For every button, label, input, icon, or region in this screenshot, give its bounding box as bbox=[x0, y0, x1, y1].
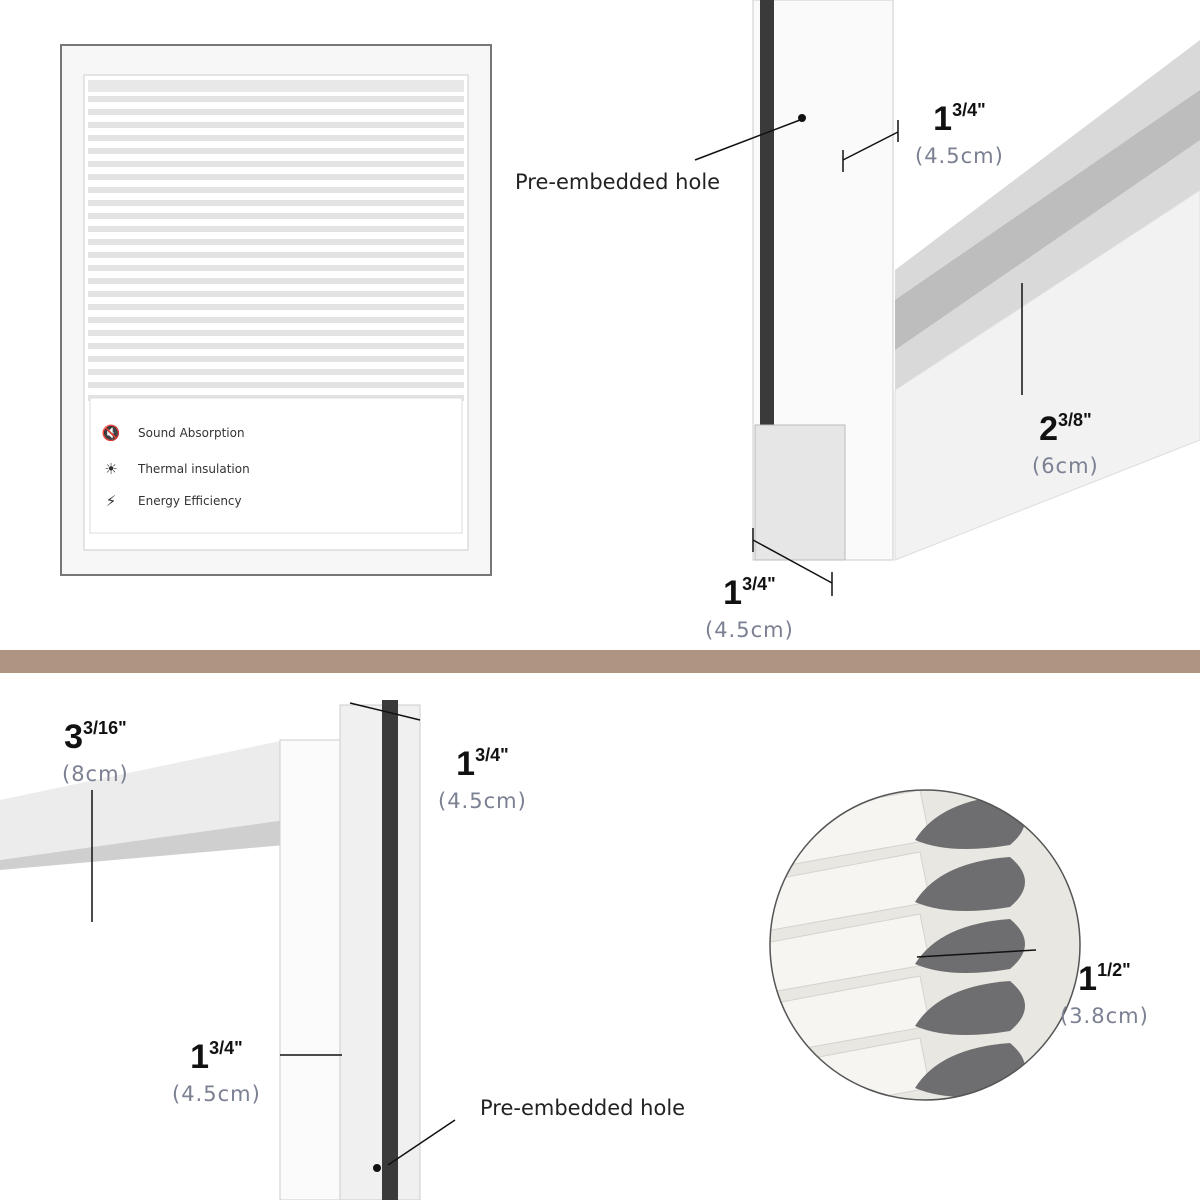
pleat bbox=[88, 187, 464, 193]
pleat bbox=[88, 317, 464, 323]
dim-top-width: 13/4" (4.5cm) bbox=[915, 100, 1004, 168]
section-divider bbox=[0, 650, 1200, 673]
pleat bbox=[88, 265, 464, 271]
window-shade-frame bbox=[60, 44, 492, 576]
pleat bbox=[88, 96, 464, 102]
cell-opening bbox=[915, 981, 1025, 1035]
dim-bottom-width: 13/4" (4.5cm) bbox=[172, 1038, 261, 1106]
pleat bbox=[88, 382, 464, 388]
callout-hole-bottom: Pre-embedded hole bbox=[480, 1096, 686, 1120]
frame-corner-top bbox=[694, 0, 1200, 596]
pleat bbox=[88, 304, 464, 310]
pleat bbox=[88, 356, 464, 362]
pleat bbox=[88, 330, 464, 336]
dim-bottom-depth: 13/4" (4.5cm) bbox=[438, 745, 527, 813]
feature-sound-absorption: 🔇 Sound Absorption bbox=[98, 424, 245, 442]
pleat bbox=[88, 109, 464, 115]
feature-label: Energy Efficiency bbox=[138, 494, 242, 508]
pleat bbox=[88, 239, 464, 245]
pleat bbox=[88, 174, 464, 180]
dim-bottom-height: 33/16" (8cm) bbox=[62, 718, 129, 786]
pleat bbox=[88, 161, 464, 167]
cell-opening bbox=[915, 919, 1025, 973]
pleat bbox=[88, 343, 464, 349]
cell-opening bbox=[915, 857, 1025, 911]
pleat bbox=[88, 252, 464, 258]
pleat bbox=[88, 200, 464, 206]
frame-corner-bottom bbox=[0, 700, 456, 1200]
cellular-closeup bbox=[769, 789, 1081, 1159]
feature-energy-efficiency: ⚡ Energy Efficiency bbox=[98, 492, 242, 510]
pleat bbox=[88, 148, 464, 154]
pleat bbox=[88, 122, 464, 128]
dim-cell-size: 11/2" (3.8cm) bbox=[1060, 960, 1149, 1028]
pleat bbox=[88, 135, 464, 141]
energy-leaf-icon: ⚡ bbox=[105, 492, 117, 510]
cell-face bbox=[770, 1099, 931, 1100]
pleat bbox=[88, 213, 464, 219]
callout-hole-top: Pre-embedded hole bbox=[515, 170, 721, 194]
dim-top-height: 23/8" (6cm) bbox=[1032, 410, 1099, 478]
pleat bbox=[88, 278, 464, 284]
sound-muted-icon: 🔇 bbox=[101, 424, 121, 442]
dim-top-depth: 13/4" (4.5cm) bbox=[705, 574, 794, 642]
pleat bbox=[88, 369, 464, 375]
sun-heat-icon: ☀ bbox=[104, 460, 118, 478]
feature-thermal-insulation: ☀ Thermal insulation bbox=[98, 460, 250, 478]
feature-label: Thermal insulation bbox=[138, 462, 250, 476]
pleat bbox=[88, 291, 464, 297]
cell-opening bbox=[915, 1105, 1025, 1159]
feature-label: Sound Absorption bbox=[138, 426, 245, 440]
pleat bbox=[88, 226, 464, 232]
